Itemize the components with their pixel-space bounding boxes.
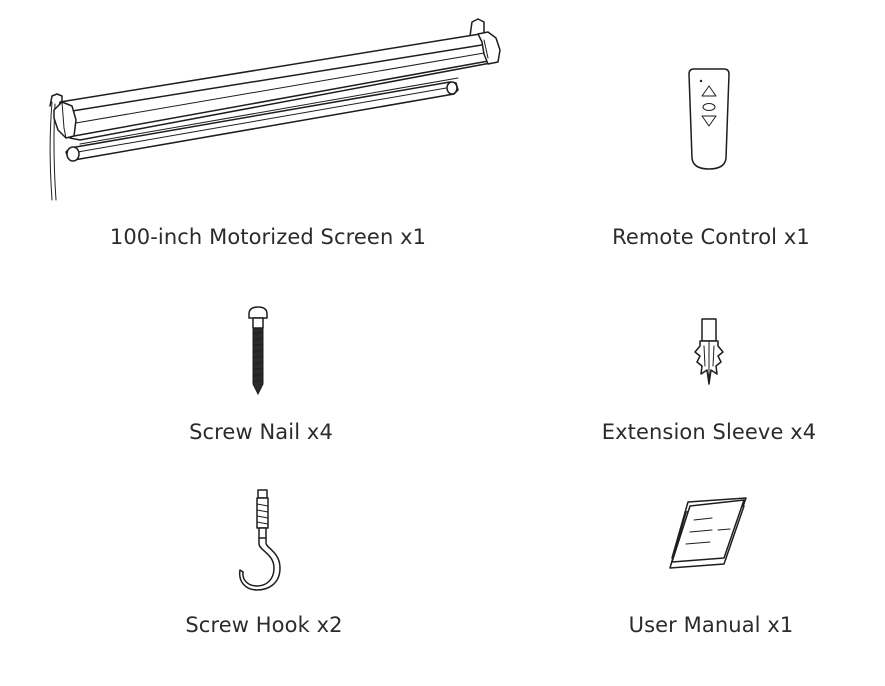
item-label-screen: 100-inch Motorized Screen x1: [109, 225, 427, 249]
item-label-extension-sleeve: Extension Sleeve x4: [601, 420, 817, 444]
item-label-screw-hook: Screw Hook x2: [185, 613, 343, 637]
projector-screen-icon: [40, 10, 510, 210]
item-label-user-manual: User Manual x1: [628, 613, 794, 637]
item-label-screw-nail: Screw Nail x4: [189, 420, 333, 444]
extension-sleeve-icon: [693, 318, 725, 386]
screw-hook-icon: [238, 488, 284, 591]
screw-nail-icon: [246, 306, 270, 396]
item-label-remote: Remote Control x1: [612, 225, 810, 249]
user-manual-icon: [668, 496, 750, 570]
remote-control-icon: [688, 68, 730, 170]
